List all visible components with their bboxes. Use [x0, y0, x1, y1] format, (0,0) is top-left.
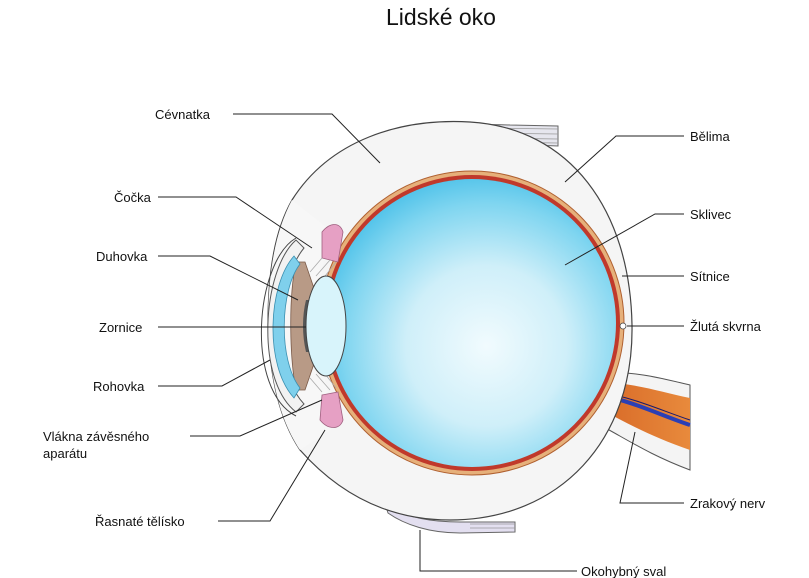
vitreous-body [328, 179, 616, 467]
lens [306, 276, 346, 376]
label-sitnice: Sítnice [690, 269, 730, 284]
label-okohybny-sval: Okohybný sval [581, 564, 666, 578]
label-belima: Bělima [690, 129, 731, 144]
label-cevnatka: Cévnatka [155, 107, 211, 122]
macula [620, 323, 626, 329]
label-vlakna-line2: aparátu [43, 446, 87, 461]
label-cocka: Čočka [114, 190, 152, 205]
label-zrakovy-nerv: Zrakový nerv [690, 496, 766, 511]
label-duhovka: Duhovka [96, 249, 148, 264]
label-rohovka: Rohovka [93, 379, 145, 394]
label-zornice: Zornice [99, 320, 142, 335]
label-vlakna-line1: Vlákna závěsného [43, 429, 149, 444]
label-rasnate: Řasnaté tělísko [95, 514, 185, 529]
diagram-title: Lidské oko [386, 4, 496, 30]
label-zluta-skvrna: Žlutá skvrna [690, 319, 762, 334]
label-sklivec: Sklivec [690, 207, 732, 222]
